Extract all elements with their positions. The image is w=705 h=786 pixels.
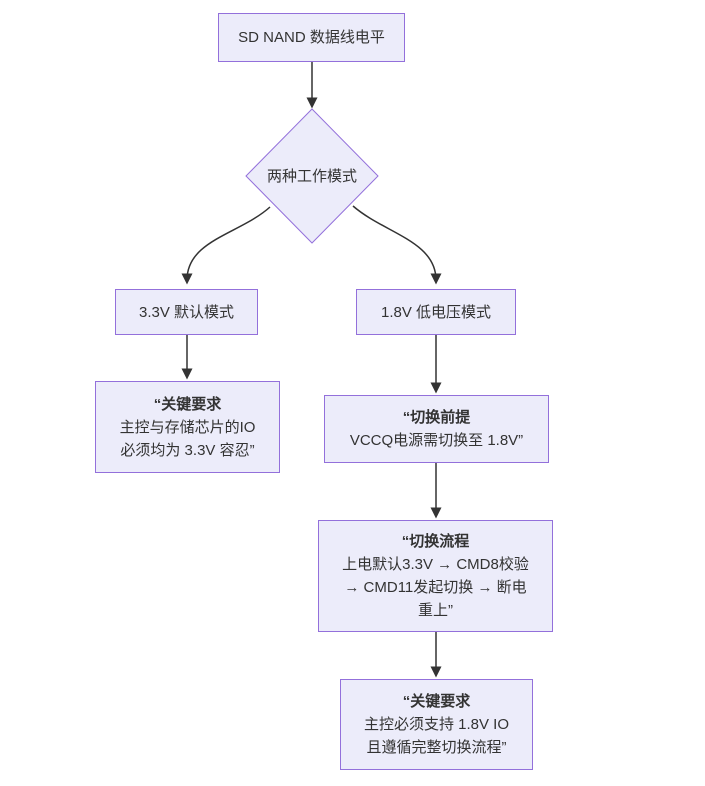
node-switch-process-line1: 上电默认3.3V → CMD8校验 [342,556,529,573]
node-mode-default: 3.3V 默认模式 [115,289,258,335]
edge-decision-to-mode-default [181,206,271,285]
decision-diamond-shape [245,108,379,244]
node-req-33-line2: 必须均为 3.3V 容忍” [120,441,255,459]
node-decision-label: 两种工作模式 [266,167,357,185]
node-root-label: SD NAND 数据线电平 [238,29,385,46]
node-req-33-line1: 主控与存储芯片的IO [119,418,256,436]
node-mode-default-label: 3.3V 默认模式 [138,303,235,321]
node-root: SD NAND 数据线电平 [218,13,405,62]
node-switch-precondition-line1: VCCQ电源需切换至 1.8V” [349,432,524,449]
node-mode-lowvolt: 1.8V 低电压模式 [356,289,516,335]
node-switch-process-line2: → CMD11发起切换 → 断电 [344,579,527,596]
node-req-33: “关键要求 主控与存储芯片的IO 必须均为 3.3V 容忍” [95,381,280,473]
edge-decision-to-mode-lowvolt [352,205,442,285]
node-req-33-title: “关键要求 [153,395,222,413]
node-switch-process-line3: 重上” [418,602,453,619]
node-req-18: “关键要求 主控必须支持 1.8V IO 且遵循完整切换流程” [340,679,533,770]
node-req-18-line1: 主控必须支持 1.8V IO [363,716,510,733]
node-switch-precondition-title: “切换前提 [402,409,471,426]
node-req-18-line2: 且遵循完整切换流程” [366,739,507,756]
node-switch-process: “切换流程 上电默认3.3V → CMD8校验 → CMD11发起切换 → 断电… [318,520,553,632]
node-mode-lowvolt-label: 1.8V 低电压模式 [380,303,492,321]
node-switch-process-title: “切换流程 [401,533,470,550]
node-req-18-title: “关键要求 [402,693,471,710]
node-switch-precondition: “切换前提 VCCQ电源需切换至 1.8V” [324,395,549,463]
